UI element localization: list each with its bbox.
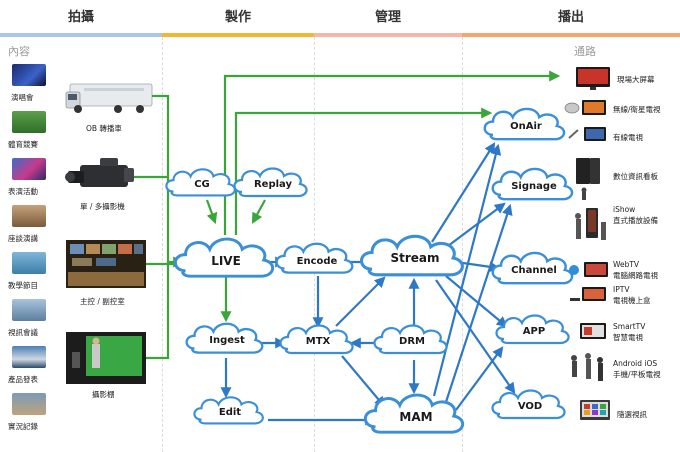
section-channels: 通路	[574, 45, 596, 58]
content-label: 實況記錄	[8, 422, 38, 431]
content-label: 產品發表	[8, 375, 38, 384]
source-label: OB 轉播車	[86, 124, 122, 133]
output-cable: 有線電視	[613, 133, 643, 142]
output-mobile-name: Android iOS	[613, 359, 658, 368]
webtv-icon	[569, 262, 608, 277]
output-mobile-desc: 手機/平板電視	[613, 370, 661, 379]
content-label: 表演活動	[8, 187, 38, 196]
output-iptv-name: IPTV	[613, 285, 630, 294]
content-label: 體育競賽	[8, 140, 38, 149]
source-label: 攝影棚	[92, 390, 115, 399]
header-produce: 製作	[224, 10, 251, 25]
header-bar-produce	[162, 33, 314, 37]
output-webtv-desc: 電腦網路電視	[613, 271, 658, 280]
video-conference-thumbnail	[12, 299, 46, 321]
performance-thumbnail	[12, 158, 46, 180]
content-label: 教學節目	[8, 281, 38, 290]
control-room-image	[66, 240, 146, 288]
iptv-icon	[570, 287, 606, 301]
content-label: 視訊會議	[8, 328, 38, 337]
product-launch-thumbnail	[12, 346, 46, 368]
content-label: 座談演講	[8, 234, 38, 243]
output-signage: 數位資訊看板	[613, 172, 658, 181]
header-shoot: 拍攝	[67, 10, 94, 25]
header-bar-manage	[314, 33, 462, 37]
output-smarttv-name: SmartTV	[613, 322, 646, 331]
header-manage: 管理	[374, 10, 401, 25]
output-satellite: 無線/衛星電視	[613, 105, 661, 114]
smarttv-icon	[580, 323, 606, 339]
column-divider	[162, 37, 163, 452]
documentary-thumbnail	[12, 393, 46, 415]
satellite-icon	[564, 100, 606, 115]
camera-image	[65, 158, 134, 187]
mobile-users-icon	[571, 353, 603, 381]
section-content: 內容	[8, 45, 30, 58]
source-label: 單 / 多攝影機	[80, 202, 125, 211]
cable-tv-icon	[568, 127, 606, 141]
concert-thumbnail	[12, 64, 46, 86]
column-divider	[462, 37, 463, 452]
seminar-thumbnail	[12, 205, 46, 227]
big-screen-icon	[576, 67, 610, 90]
output-smarttv-desc: 智慧電視	[613, 333, 643, 342]
source-label: 主控 / 副控室	[80, 297, 125, 306]
studio-image	[66, 332, 146, 384]
output-big-screen: 現場大屏幕	[617, 75, 655, 84]
education-thumbnail	[12, 252, 46, 274]
output-vod: 隨選視訊	[617, 410, 647, 419]
output-iptv-desc: 電視機上盒	[613, 296, 651, 305]
ishow-kiosk-icon	[575, 208, 606, 240]
header-bar-broadcast	[462, 33, 680, 37]
header-bar-shoot	[0, 33, 162, 37]
output-webtv-name: WebTV	[613, 260, 640, 269]
output-ishow-desc: 直式播放設備	[613, 216, 658, 225]
content-label: 演唱會	[11, 93, 34, 102]
signage-people-icon	[576, 158, 600, 200]
header-broadcast: 播出	[557, 10, 584, 25]
vod-screen-icon	[580, 400, 610, 420]
sports-thumbnail	[12, 111, 46, 133]
output-ishow-name: iShow	[613, 205, 636, 214]
